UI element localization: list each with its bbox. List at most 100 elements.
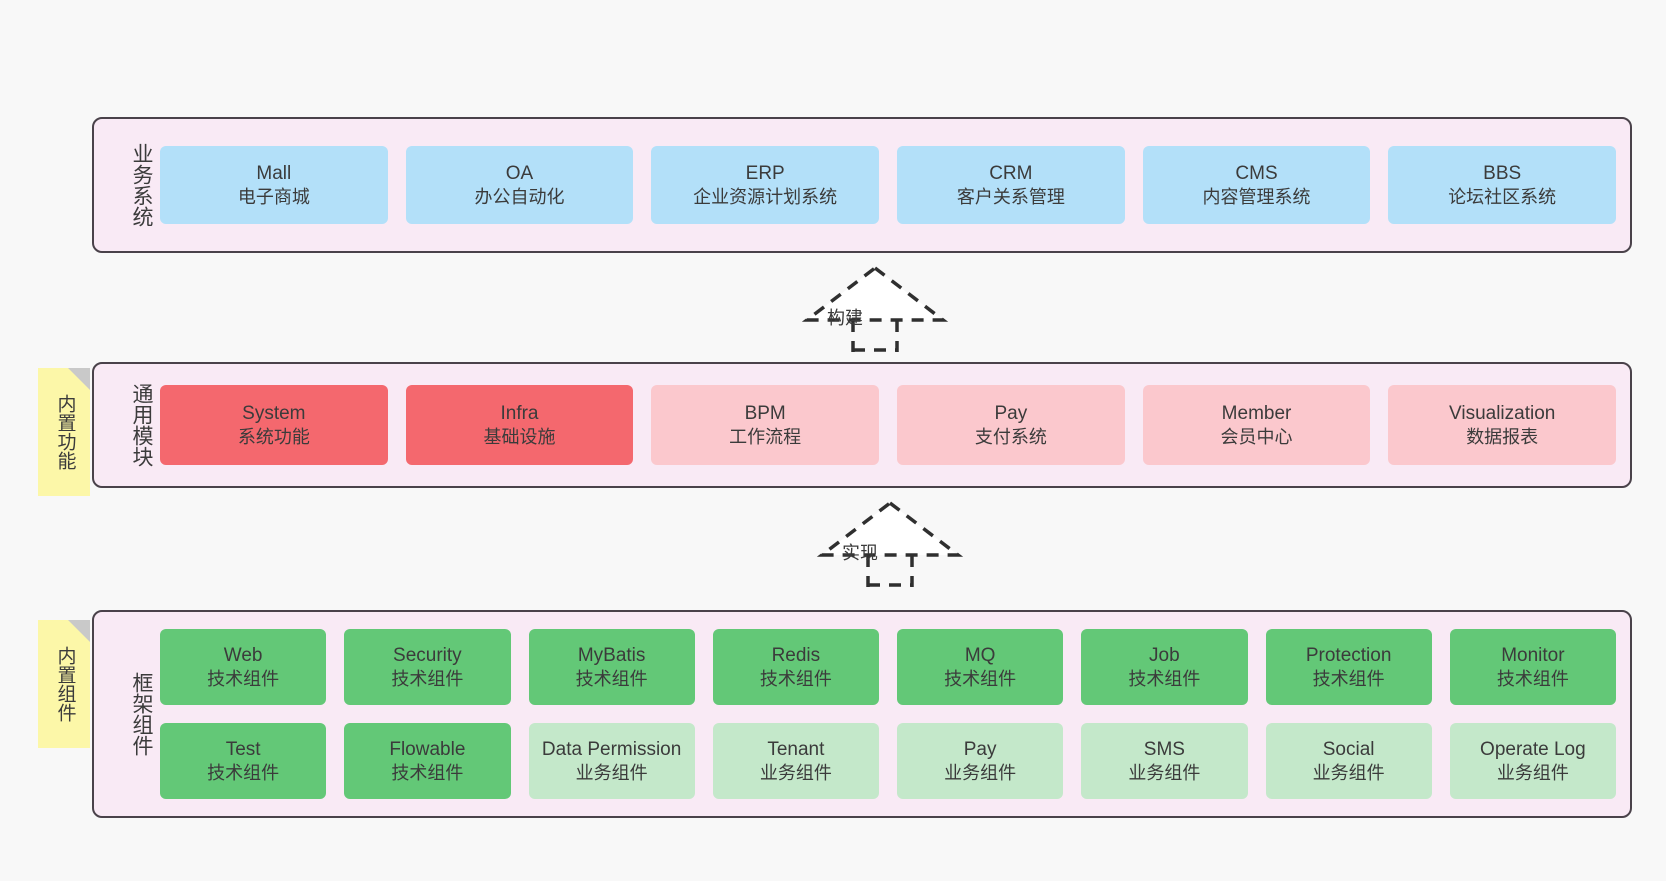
arrow-head-triangle: [816, 500, 964, 557]
card-redis[interactable]: Redis 技术组件: [712, 629, 879, 705]
card-title: CMS: [1235, 162, 1278, 184]
card-subtitle: 数据报表: [1466, 426, 1539, 447]
card-subtitle: 内容管理系统: [1202, 186, 1311, 207]
card-subtitle: 论坛社区系统: [1448, 186, 1557, 207]
card-test[interactable]: Test 技术组件: [160, 723, 327, 799]
card-subtitle: 业务组件: [575, 762, 648, 783]
card-mybatis[interactable]: MyBatis 技术组件: [528, 629, 695, 705]
card-title: Pay: [963, 738, 997, 760]
card-monitor[interactable]: Monitor 技术组件: [1449, 629, 1616, 705]
card-title: Tenant: [767, 738, 825, 760]
card-social[interactable]: Social 业务组件: [1265, 723, 1432, 799]
card-title: Visualization: [1449, 402, 1556, 424]
card-subtitle: 电子商城: [237, 186, 310, 207]
card-subtitle: 技术组件: [944, 668, 1017, 689]
card-row: System 系统功能 Infra 基础设施 BPM 工作流程 Pay 支付系统…: [160, 385, 1617, 465]
arrow-shaft: [866, 555, 914, 587]
card-erp[interactable]: ERP 企业资源计划系统: [651, 146, 880, 224]
card-subtitle: 技术组件: [759, 668, 832, 689]
card-subtitle: 技术组件: [391, 762, 464, 783]
card-subtitle: 支付系统: [974, 426, 1047, 447]
card-subtitle: 企业资源计划系统: [693, 186, 838, 207]
card-title: Redis: [771, 644, 821, 666]
card-tenant[interactable]: Tenant 业务组件: [712, 723, 879, 799]
card-subtitle: 工作流程: [729, 426, 802, 447]
card-title: BBS: [1483, 162, 1522, 184]
note-builtin-component: 内置组件: [38, 620, 90, 748]
card-title: Social: [1322, 738, 1375, 760]
card-subtitle: 技术组件: [1496, 668, 1569, 689]
card-title: Flowable: [389, 738, 466, 760]
card-subtitle: 业务组件: [944, 762, 1017, 783]
card-infra[interactable]: Infra 基础设施: [405, 385, 634, 465]
layer-common-module[interactable]: 通用模块 System 系统功能 Infra 基础设施 BPM 工作流程 Pay…: [92, 362, 1632, 488]
card-flowable[interactable]: Flowable 技术组件: [344, 723, 511, 799]
card-system[interactable]: System 系统功能: [160, 385, 388, 465]
layer-title-business-system: 业务系统: [130, 143, 153, 227]
card-cms[interactable]: CMS 内容管理系统: [1142, 146, 1371, 224]
card-mall[interactable]: Mall 电子商城: [160, 146, 388, 224]
card-subtitle: 基础设施: [483, 426, 556, 447]
card-title: Security: [393, 644, 462, 666]
layer-body-business-system: Mall 电子商城 OA 办公自动化 ERP 企业资源计划系统 CRM 客户关系…: [156, 146, 1630, 224]
card-bpm[interactable]: BPM 工作流程: [651, 385, 880, 465]
card-title: Data Permission: [541, 738, 682, 760]
card-title: ERP: [745, 162, 785, 184]
card-title: System: [242, 402, 306, 424]
card-subtitle: 会员中心: [1220, 426, 1293, 447]
card-sms[interactable]: SMS 业务组件: [1081, 723, 1248, 799]
card-subtitle: 技术组件: [391, 668, 464, 689]
card-title: Member: [1221, 402, 1292, 424]
connector-label-implement: 实现: [842, 543, 878, 563]
layer-title-framework-component: 框架组件: [130, 672, 153, 756]
card-mq[interactable]: MQ 技术组件: [897, 629, 1064, 705]
card-title: Web: [223, 644, 263, 666]
card-member[interactable]: Member 会员中心: [1142, 385, 1371, 465]
card-row: Test 技术组件 Flowable 技术组件 Data Permission …: [160, 723, 1616, 799]
card-data-permission[interactable]: Data Permission 业务组件: [528, 723, 695, 799]
card-pay[interactable]: Pay 支付系统: [897, 385, 1125, 465]
card-web[interactable]: Web 技术组件: [160, 629, 327, 705]
card-subtitle: 技术组件: [1312, 668, 1385, 689]
layer-body-common-module: System 系统功能 Infra 基础设施 BPM 工作流程 Pay 支付系统…: [156, 385, 1630, 465]
layer-framework-component[interactable]: 框架组件 Web 技术组件 Security 技术组件 MyBatis 技术组件…: [92, 610, 1632, 818]
card-title: Infra: [500, 402, 539, 424]
card-security[interactable]: Security 技术组件: [344, 629, 511, 705]
card-subtitle: 业务组件: [1128, 762, 1201, 783]
card-row: Mall 电子商城 OA 办公自动化 ERP 企业资源计划系统 CRM 客户关系…: [160, 146, 1617, 224]
card-title: MQ: [964, 644, 996, 666]
card-bbs[interactable]: BBS 论坛社区系统: [1388, 146, 1617, 224]
card-subtitle: 技术组件: [575, 668, 648, 689]
card-title: CRM: [989, 162, 1033, 184]
layer-title-common-module: 通用模块: [130, 383, 153, 467]
card-job[interactable]: Job 技术组件: [1081, 629, 1248, 705]
card-visualization[interactable]: Visualization 数据报表: [1388, 385, 1617, 465]
card-crm[interactable]: CRM 客户关系管理: [897, 146, 1125, 224]
card-title: Job: [1149, 644, 1180, 666]
card-subtitle: 办公自动化: [474, 186, 565, 207]
card-operate-log[interactable]: Operate Log 业务组件: [1449, 723, 1616, 799]
card-subtitle: 业务组件: [759, 762, 832, 783]
layer-business-system[interactable]: 业务系统 Mall 电子商城 OA 办公自动化 ERP 企业资源计划系统 CRM…: [92, 117, 1632, 253]
connector-implement: 实现: [810, 497, 970, 587]
card-title: MyBatis: [577, 644, 646, 666]
card-title: SMS: [1143, 738, 1185, 760]
card-title: OA: [505, 162, 534, 184]
card-protection[interactable]: Protection 技术组件: [1265, 629, 1432, 705]
card-title: BPM: [744, 402, 786, 424]
card-title: Protection: [1305, 644, 1392, 666]
card-pay-business[interactable]: Pay 业务组件: [897, 723, 1064, 799]
card-title: Test: [225, 738, 261, 760]
connector-label-build: 构建: [827, 308, 863, 328]
card-subtitle: 客户关系管理: [956, 186, 1065, 207]
arrow-head-triangle: [801, 265, 949, 322]
card-title: Pay: [994, 402, 1028, 424]
card-subtitle: 技术组件: [207, 762, 280, 783]
card-oa[interactable]: OA 办公自动化: [405, 146, 634, 224]
card-subtitle: 技术组件: [207, 668, 280, 689]
card-subtitle: 技术组件: [1128, 668, 1201, 689]
arrow-shaft: [851, 320, 899, 352]
card-row: Web 技术组件 Security 技术组件 MyBatis 技术组件 Redi…: [160, 629, 1616, 705]
card-title: Monitor: [1501, 644, 1565, 666]
